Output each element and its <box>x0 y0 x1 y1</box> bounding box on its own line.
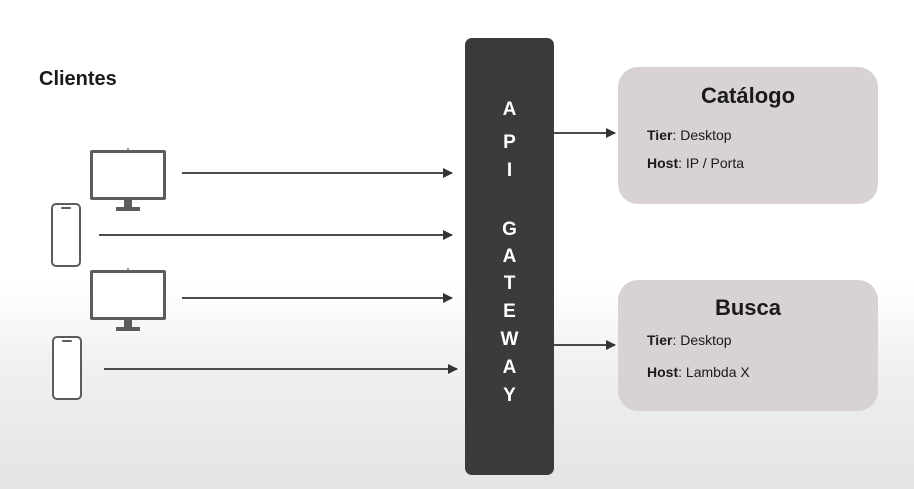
host-label: Host <box>647 364 679 380</box>
client-phone-1 <box>51 203 81 267</box>
smartphone-icon <box>51 203 81 267</box>
client-monitor-2 <box>90 268 166 332</box>
monitor-icon <box>90 270 166 320</box>
monitor-icon <box>90 150 166 200</box>
gateway-letter: Y <box>503 385 516 406</box>
tier-label: Tier <box>647 127 673 143</box>
service-tier: Tier: Desktop <box>647 332 732 348</box>
gateway-letter: W <box>500 329 519 350</box>
gateway-letter: A <box>502 99 517 120</box>
service-host: Host: IP / Porta <box>647 155 744 171</box>
service-catalogo: Catálogo Tier: Desktop Host: IP / Porta <box>618 67 878 204</box>
host-label: Host <box>647 155 679 171</box>
gateway-letter: A <box>502 357 517 378</box>
service-name: Busca <box>714 295 782 320</box>
service-host: Host: Lambda X <box>647 364 750 380</box>
gateway-letter: G <box>502 219 517 240</box>
tier-value: : Desktop <box>672 332 732 348</box>
smartphone-icon <box>52 336 82 400</box>
api-gateway: A P I G A T E W A Y <box>465 38 554 475</box>
gateway-letter: T <box>503 273 516 294</box>
gateway-letter: P <box>503 132 516 153</box>
client-phone-2 <box>52 336 82 400</box>
service-tier: Tier: Desktop <box>647 127 732 143</box>
host-value: : Lambda X <box>678 364 750 380</box>
gateway-letter: A <box>502 246 517 267</box>
gateway-letter: I <box>506 160 513 181</box>
gateway-letter: E <box>503 301 516 322</box>
clients-title: Clientes <box>39 68 117 90</box>
service-busca: Busca Tier: Desktop Host: Lambda X <box>618 280 878 411</box>
client-monitor-1 <box>90 148 166 212</box>
service-name: Catálogo <box>700 83 796 108</box>
tier-label: Tier <box>647 332 673 348</box>
host-value: : IP / Porta <box>678 155 745 171</box>
tier-value: : Desktop <box>672 127 732 143</box>
